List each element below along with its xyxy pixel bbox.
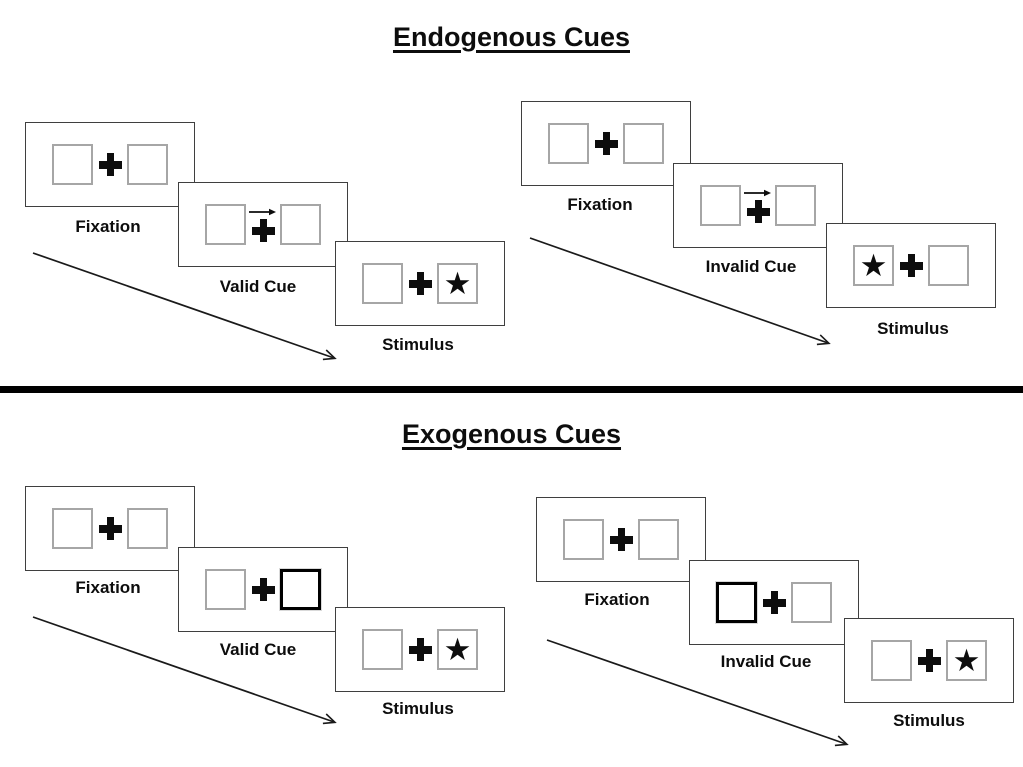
star-icon: ★ [443,266,472,301]
location-box-right [623,123,664,164]
fixation-cross-icon [609,528,633,551]
fixation-cross-icon [251,219,275,242]
location-box-right [127,508,168,549]
location-box-right: ★ [437,629,478,670]
location-box-left [52,508,93,549]
location-box-left [52,144,93,185]
trial-frame-stimulus: ★ [335,241,505,326]
location-box-left [205,569,246,610]
fixation-cross-icon [98,517,122,540]
fixation-cross-icon [98,153,122,176]
location-box-right [127,144,168,185]
fixation-cross-icon [251,578,275,601]
frame-label: Stimulus [382,699,454,718]
trial-frame-stimulus: ★ [826,223,996,308]
location-box-right [928,245,969,286]
trial-frame-valid-cue [178,547,348,632]
fixation-cross-icon [746,200,770,223]
frame-label: Invalid Cue [720,652,812,671]
frame-label: Stimulus [382,335,454,354]
frame-label: Fixation [75,217,141,236]
frame-label: Fixation [75,578,141,597]
location-box-right [775,185,816,226]
location-box-left [548,123,589,164]
fixation-cross-icon [594,132,618,155]
fixation-cross-icon [899,254,923,277]
location-box-right: ★ [437,263,478,304]
frame-label: Invalid Cue [705,257,797,276]
cue-arrow-icon [744,189,771,197]
trial-frame-stimulus: ★ [335,607,505,692]
frame-label: Valid Cue [219,640,297,659]
trial-frame-fixation [25,122,195,207]
frame-label: Fixation [567,195,633,214]
sequence-arrow-exogenous-invalid [546,639,849,747]
location-box-left [563,519,604,560]
trial-frame-valid-cue [178,182,348,267]
star-icon: ★ [443,632,472,667]
location-box-right [280,204,321,245]
frame-label: Stimulus [877,319,949,338]
fixation-cross-icon [408,272,432,295]
location-box-left [205,204,246,245]
fixation-cross-icon [408,638,432,661]
location-box-left [362,263,403,304]
sequence-arrow-endogenous-invalid [529,237,831,346]
location-box-left cue-box [716,582,757,623]
trial-frame-invalid-cue [689,560,859,645]
location-box-left: ★ [853,245,894,286]
location-box-left [362,629,403,670]
location-box-left [871,640,912,681]
location-box-right cue-box [280,569,321,610]
section-title-endogenous: Endogenous Cues [392,22,630,52]
location-box-left [700,185,741,226]
location-box-right: ★ [946,640,987,681]
trial-frame-invalid-cue [673,163,843,248]
section-title-exogenous: Exogenous Cues [401,419,622,449]
trial-frame-fixation [25,486,195,571]
star-icon: ★ [859,248,888,283]
frame-label: Fixation [584,590,650,609]
fixation-cross-icon [762,591,786,614]
sequence-arrow-endogenous-valid [32,252,337,361]
cue-arrow-icon [249,208,276,216]
frame-label: Stimulus [893,711,965,730]
sequence-arrow-exogenous-valid [32,616,337,725]
section-divider [0,386,1023,393]
trial-frame-fixation [536,497,706,582]
star-icon: ★ [952,643,981,678]
location-box-right [638,519,679,560]
trial-frame-fixation [521,101,691,186]
location-box-right [791,582,832,623]
trial-frame-stimulus: ★ [844,618,1014,703]
frame-label: Valid Cue [219,277,297,296]
fixation-cross-icon [917,649,941,672]
